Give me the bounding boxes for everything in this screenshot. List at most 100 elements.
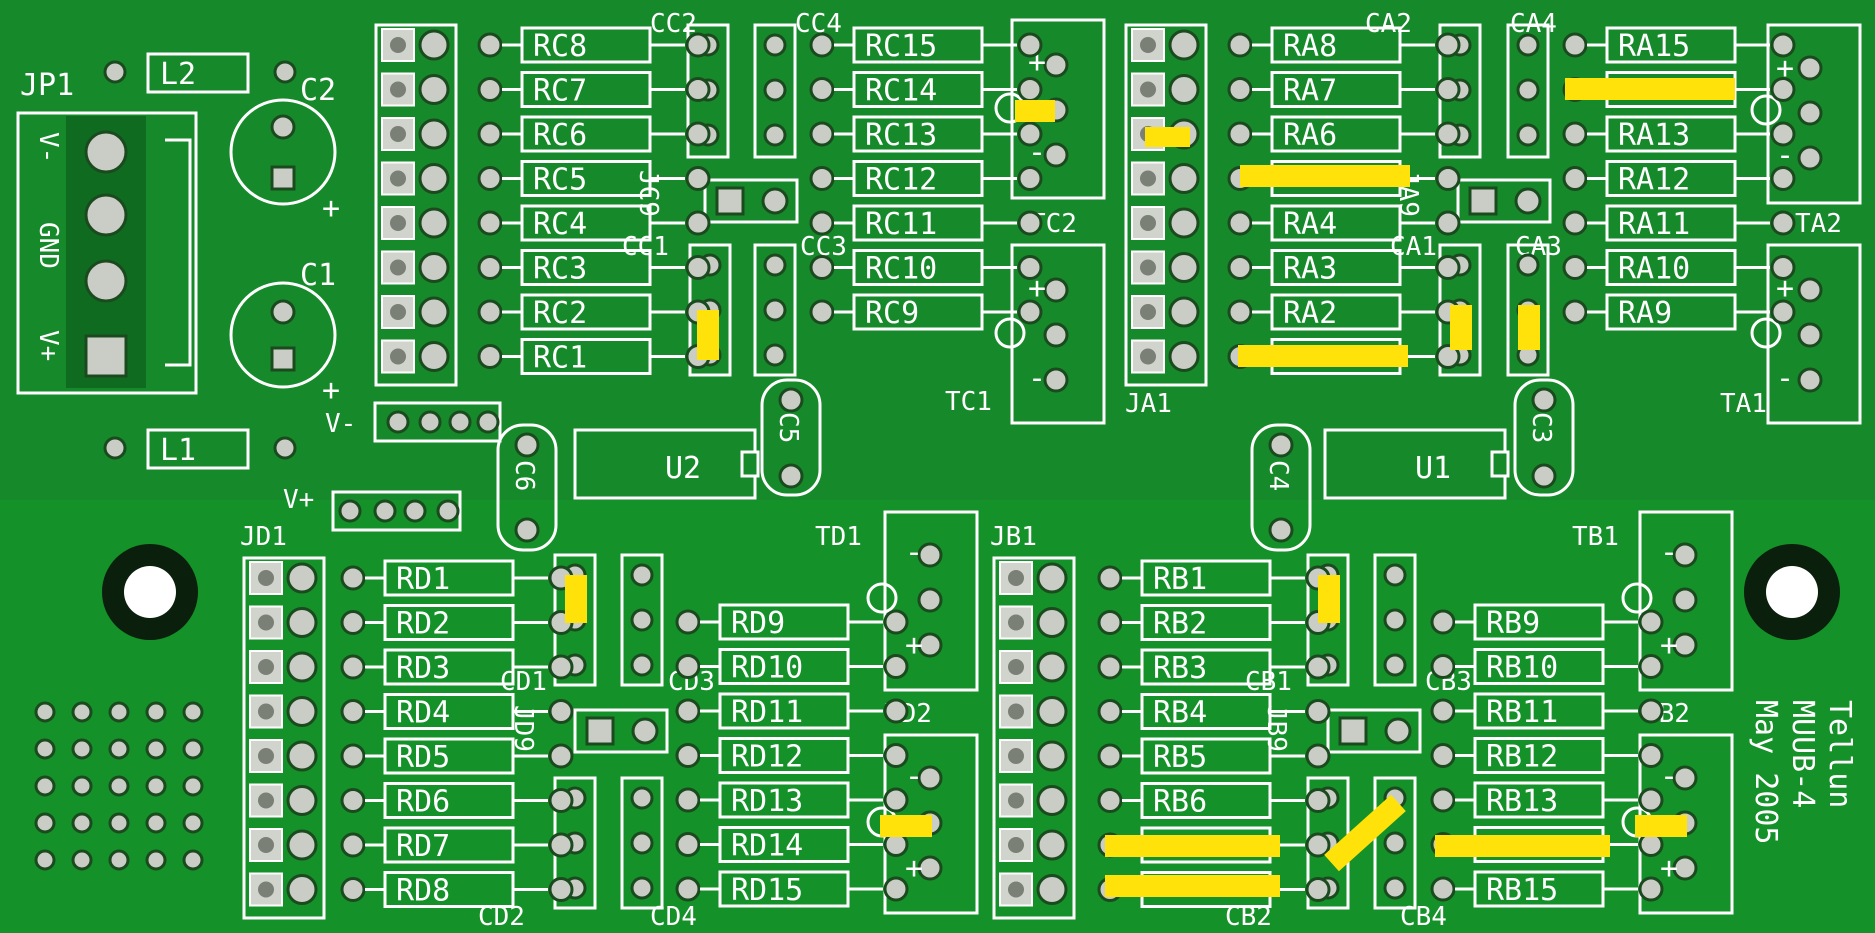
- resistor-pad: [1430, 698, 1456, 724]
- resistor-label: RC3: [533, 252, 587, 287]
- resistor-pad: [1305, 743, 1331, 769]
- capacitor-c5: C5: [760, 378, 822, 497]
- header-pin: [286, 562, 318, 594]
- resistor-pad: [340, 832, 366, 858]
- resistor-pad: [809, 210, 835, 236]
- highlight-mark: [1565, 78, 1735, 100]
- resistor-pad: [340, 565, 366, 591]
- resistor-label: RA6: [1283, 118, 1337, 153]
- resistor-outline: [383, 693, 515, 730]
- resistor-outline: [1605, 249, 1737, 286]
- resistor-pad: [685, 121, 711, 147]
- resistor-label: RD1: [396, 562, 450, 597]
- header-pin: [1168, 296, 1200, 328]
- resistor-outline: [852, 71, 984, 108]
- resistor-label: RC11: [865, 207, 937, 242]
- resistor-pad: [809, 299, 835, 325]
- header-pin: [418, 74, 450, 105]
- resistor-label: RA10: [1618, 252, 1690, 287]
- header-pin-hole: [1140, 348, 1156, 365]
- header-pin: [1168, 341, 1200, 372]
- resistor-outline: [852, 293, 984, 331]
- header-pin-hole: [258, 570, 274, 586]
- resistor-outline: [520, 160, 652, 197]
- resistor-outline: [520, 71, 652, 108]
- resistor-label: RD12: [731, 740, 803, 775]
- plus-c2: +: [322, 191, 340, 226]
- resistor: RD4: [340, 693, 574, 731]
- resistor-outline: [852, 26, 984, 64]
- label-ta1: TA1: [1720, 389, 1767, 419]
- resistor-outline: [1473, 692, 1605, 730]
- header-pin-hole: [1140, 304, 1156, 320]
- resistor-pad: [340, 610, 366, 635]
- resistor-pad: [1097, 743, 1123, 769]
- header-pin: [1036, 562, 1068, 594]
- resistor-outline: [718, 648, 850, 685]
- resistor: RD11: [675, 692, 909, 730]
- resistor-outline: [520, 115, 652, 153]
- resistor-outline: [383, 737, 515, 775]
- resistor-pad: [548, 743, 574, 769]
- highlight-mark: [697, 310, 719, 360]
- resistor-label: RB15: [1486, 873, 1558, 908]
- resistor-label: RB1: [1153, 562, 1207, 597]
- rail-v-minus: V-: [325, 401, 502, 443]
- cap-ca4: [1506, 23, 1550, 159]
- resistor-outline: [383, 826, 515, 864]
- resistor-pad: [883, 743, 909, 768]
- resistor-pad: [1435, 210, 1461, 236]
- resistor-pad: [477, 210, 503, 236]
- header-pin: [418, 252, 450, 283]
- label-ca1: CA1: [1390, 232, 1437, 262]
- proto-pad: [71, 849, 93, 871]
- resistor-outline: [1605, 26, 1737, 64]
- resistor-pad: [548, 654, 574, 680]
- resistor-pad: [1562, 255, 1588, 280]
- proto-pad: [34, 849, 56, 871]
- proto-pad: [34, 775, 56, 797]
- resistor: RB11: [1430, 692, 1664, 730]
- header-jc: [374, 23, 458, 387]
- resistor: RB5: [1097, 737, 1331, 775]
- resistor-pad: [1770, 255, 1796, 280]
- header-layer: [242, 23, 1208, 920]
- resistor-outline: [1270, 115, 1402, 153]
- proto-pad: [108, 849, 130, 871]
- header-pin-hole: [1008, 614, 1024, 631]
- resistor-pad: [1638, 743, 1664, 768]
- resistor: RD15: [675, 870, 909, 908]
- resistor-pad: [1227, 299, 1253, 325]
- resistor-outline: [383, 559, 515, 597]
- label-ja1: JA1: [1125, 389, 1172, 419]
- label-tc1: TC1: [945, 387, 992, 417]
- resistor-pad: [1435, 255, 1461, 280]
- proto-pad: [145, 701, 167, 723]
- header-pin: [1036, 829, 1068, 861]
- resistor-pad: [685, 77, 711, 102]
- proto-pad: [108, 775, 130, 797]
- resistor: RA8: [1227, 26, 1461, 64]
- header-pin-hole: [390, 37, 406, 53]
- resistor-pad: [1430, 743, 1456, 768]
- header-pin: [1131, 28, 1165, 62]
- cap-cd3: [620, 553, 664, 687]
- highlight-mark: [1635, 815, 1687, 837]
- label-c3: C3: [1526, 412, 1556, 443]
- resistor-label: RD6: [396, 785, 450, 820]
- proto-pad: [34, 701, 56, 723]
- highlight-mark: [1105, 835, 1280, 857]
- resistor-pad: [340, 788, 366, 813]
- highlight-mark: [1450, 305, 1472, 350]
- resistor-pad: [548, 877, 574, 902]
- label-l2: L2: [160, 57, 196, 92]
- minus-ta1: -: [1776, 361, 1794, 396]
- board-title-line1: Tellun: [1822, 700, 1857, 808]
- resistor: RA7: [1227, 71, 1461, 109]
- resistor-outline: [1473, 870, 1605, 908]
- resistor-outline: [1140, 737, 1272, 775]
- resistor-pad: [1227, 121, 1253, 147]
- resistor: RA11: [1562, 204, 1796, 242]
- proto-pad: [182, 812, 204, 834]
- resistor-label: RC4: [533, 207, 587, 242]
